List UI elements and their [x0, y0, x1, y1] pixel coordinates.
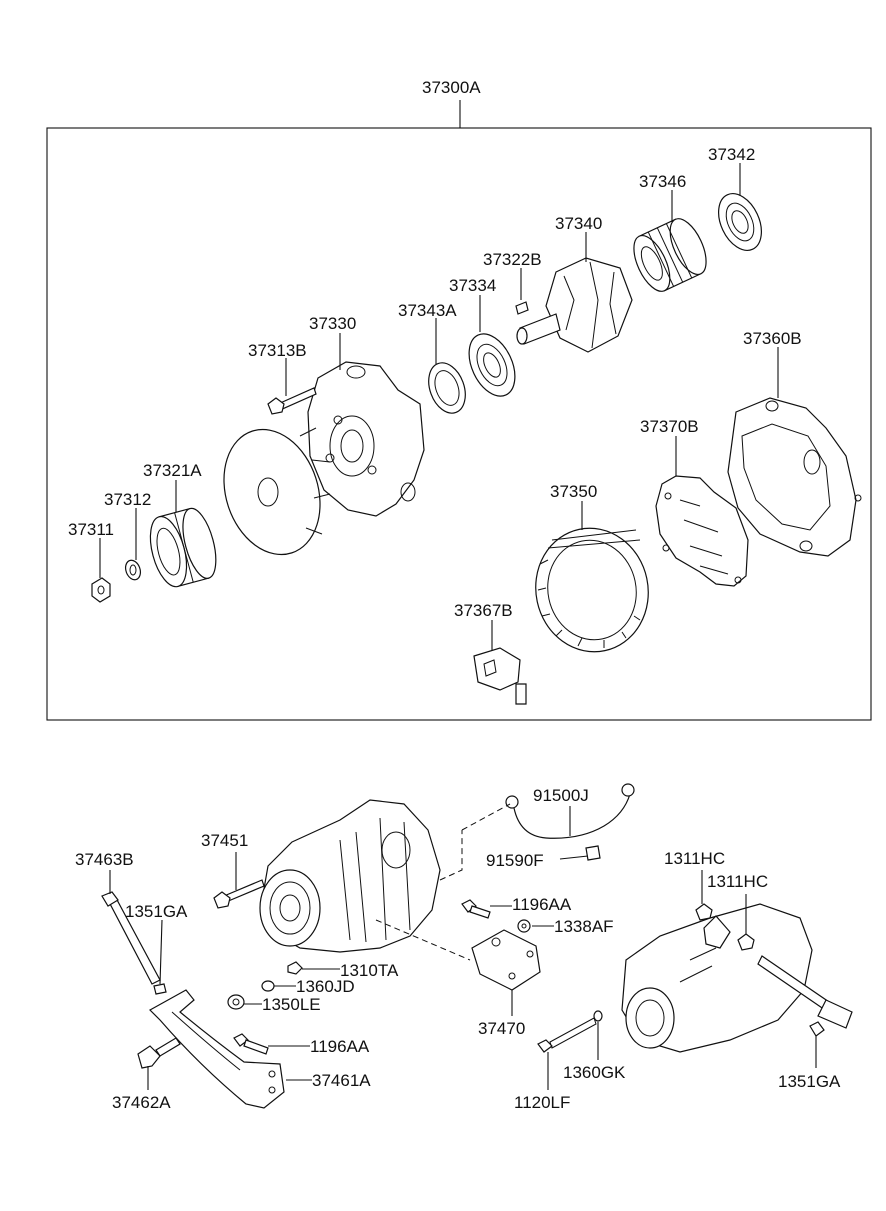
part-37340-rotor [516, 257, 633, 353]
part-1338AF-nut [517, 919, 531, 933]
label-37312: 37312 [104, 490, 151, 509]
part-91590F-clip [585, 845, 601, 861]
part-37334-bearing [468, 333, 516, 397]
part-1120LF-bolt [537, 1017, 597, 1053]
label-1196AA-top: 1196AA [512, 895, 572, 914]
part-37346-pulley [633, 218, 707, 292]
label-37451: 37451 [201, 831, 248, 850]
label-37470: 37470 [478, 1019, 525, 1038]
part-37360B-rear-housing [727, 397, 862, 557]
part-37470-bracket [471, 929, 541, 991]
label-37360B: 37360B [743, 329, 802, 348]
assembly-frame [46, 127, 872, 721]
label-1338AF: 1338AF [554, 917, 614, 936]
label-37340: 37340 [555, 214, 602, 233]
label-37346: 37346 [639, 172, 686, 191]
label-1360GK: 1360GK [563, 1063, 626, 1082]
label-37334: 37334 [449, 276, 496, 295]
part-37311-nut [91, 577, 111, 603]
label-91590F: 91590F [486, 851, 544, 870]
part-91500J-cable [505, 783, 635, 839]
part-1350LE-washer [227, 994, 245, 1010]
label-1120LF: 1120LF [514, 1093, 570, 1112]
part-37342-bearing [718, 193, 762, 251]
label-37350: 37350 [550, 482, 597, 501]
label-37300A: 37300A [422, 78, 481, 97]
part-37350-stator [535, 527, 649, 653]
label-37322B: 37322B [483, 250, 542, 269]
label-1196AA-bottom: 1196AA [310, 1037, 370, 1056]
label-1351GA-left: 1351GA [125, 902, 188, 921]
label-37313B: 37313B [248, 341, 307, 360]
part-37461A-adjust-bracket [149, 989, 285, 1109]
part-1196AA-bolt-top [461, 899, 491, 919]
label-37463B: 37463B [75, 850, 134, 869]
label-37311: 37311 [68, 520, 114, 539]
part-37451-bolt [213, 879, 265, 909]
part-1351GA-washer-left [153, 983, 167, 995]
label-1311HC-b: 1311HC [707, 872, 768, 891]
part-37322B-key [515, 301, 529, 315]
part-37330-front-housing [307, 361, 425, 517]
part-1311HC-nut-b [737, 933, 755, 951]
label-37462A: 37462A [112, 1093, 171, 1112]
part-1310TA-nut [287, 961, 303, 975]
part-37462A-pin [137, 1037, 181, 1069]
part-37370B-rectifier [655, 475, 749, 587]
label-37321A: 37321A [143, 461, 202, 480]
part-37367B-brush-holder [473, 647, 527, 705]
label-1350LE: 1350LE [262, 995, 321, 1014]
label-1360JD: 1360JD [296, 977, 355, 996]
part-alternator-assembly [259, 799, 441, 953]
part-37313B-bolt [267, 387, 317, 415]
label-37343A: 37343A [398, 301, 457, 320]
part-37312-washer [124, 559, 142, 581]
part-37343A-ring [428, 362, 466, 414]
label-1311HC-a: 1311HC [664, 849, 725, 868]
label-1351GA-right: 1351GA [778, 1072, 841, 1091]
label-37342: 37342 [708, 145, 755, 164]
part-alternator-side-view [621, 903, 853, 1053]
label-91500J: 91500J [533, 786, 589, 805]
label-1310TA: 1310TA [340, 961, 399, 980]
part-1196AA-bolt-bottom [233, 1033, 269, 1055]
part-37321A-pulley [149, 507, 217, 588]
label-37330: 37330 [309, 314, 356, 333]
part-1351GA-washer-right [809, 1021, 825, 1037]
part-fan [223, 427, 331, 556]
part-1360GK-washer [593, 1010, 603, 1022]
label-37370B: 37370B [640, 417, 699, 436]
label-37367B: 37367B [454, 601, 513, 620]
label-37461A: 37461A [312, 1071, 371, 1090]
part-1360JD-washer [261, 980, 275, 992]
part-1311HC-nut-a [695, 903, 713, 921]
